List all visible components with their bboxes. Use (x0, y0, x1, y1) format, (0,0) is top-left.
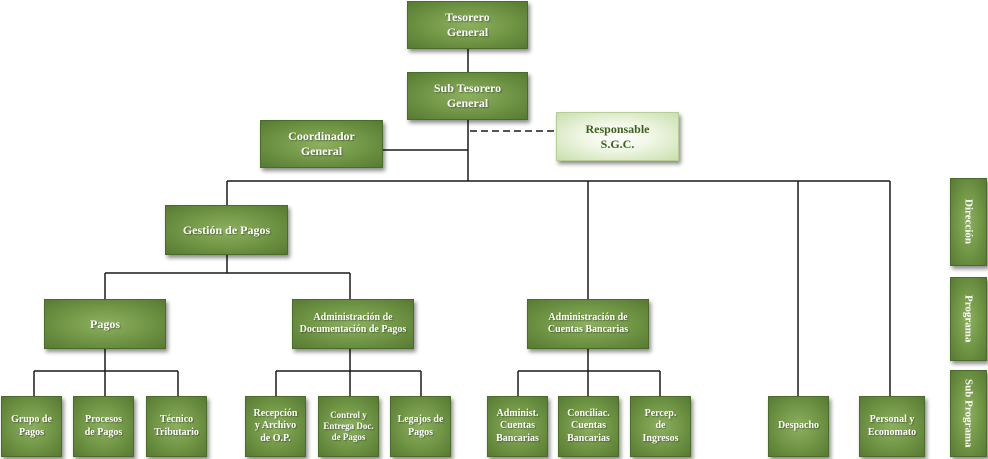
box-admin-cuentas-bancarias: Administración de Cuentas Bancarias (527, 299, 649, 349)
box-tesorero-general: Tesorero General (407, 1, 528, 49)
box-tecnico-tributario: Técnico Tributario (146, 396, 207, 457)
legend-sub-programa-label: Sub Programa (962, 379, 975, 448)
box-conciliac-cuentas-bancarias: Conciliac. Cuentas Bancarias (558, 396, 619, 457)
legend-programa: Programa (950, 277, 987, 361)
box-gestion-de-pagos: Gestión de Pagos (165, 205, 288, 255)
legend-direccion: Dirección (950, 178, 987, 266)
box-grupo-de-pagos: Grupo de Pagos (1, 396, 62, 457)
box-pagos: Pagos (44, 299, 166, 349)
box-despacho: Despacho (768, 396, 829, 457)
box-sub-tesorero-general: Sub Tesorero General (407, 72, 528, 120)
box-procesos-de-pagos: Procesos de Pagos (73, 396, 134, 457)
box-coordinador-general: Coordinador General (260, 120, 383, 168)
box-control-entrega-doc: Control y Entrega Doc. de Pagos (318, 396, 379, 457)
legend-direccion-label: Dirección (962, 199, 975, 245)
legend-programa-label: Programa (962, 295, 975, 343)
box-personal-y-economato: Personal y Economato (859, 396, 925, 457)
box-legajos-de-pagos: Legajos de Pagos (390, 396, 451, 457)
box-administ-cuentas-bancarias: Administ. Cuentas Bancarias (487, 396, 548, 457)
box-percep-de-ingresos: Percep. de Ingresos (630, 396, 691, 457)
box-recepcion-archivo-op: Recepción y Archivo de O.P. (245, 396, 306, 457)
legend-sub-programa: Sub Programa (950, 370, 987, 457)
box-admin-documentacion-pagos: Administración de Documentación de Pagos (292, 299, 414, 349)
box-responsable-sgc: Responsable S.G.C. (556, 112, 679, 161)
